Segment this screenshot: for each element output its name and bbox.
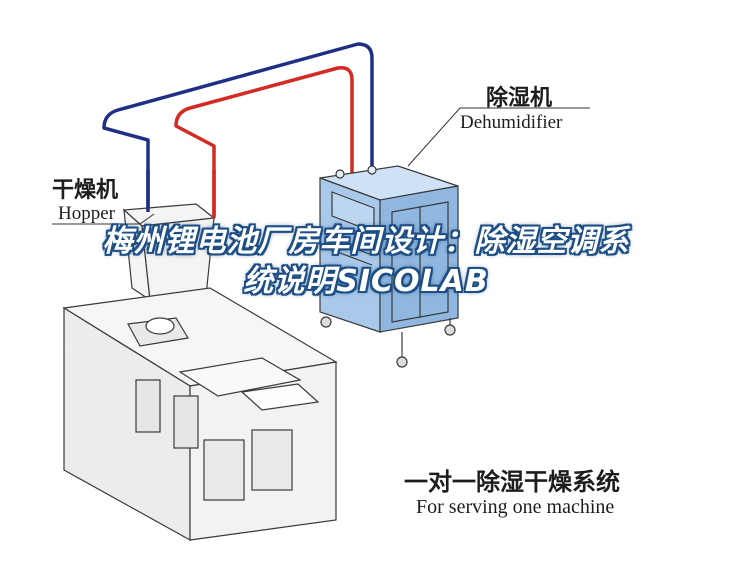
pipes <box>102 42 374 217</box>
dehumidifier-label-cn: 除湿机 <box>486 86 553 111</box>
hopper-label-en: Hopper <box>58 203 115 224</box>
system-label-en: For serving one machine <box>416 496 615 518</box>
dehumidifier-leader <box>407 107 590 167</box>
injection-machine <box>62 287 338 542</box>
system-label-cn: 一对一除湿干燥系统 <box>404 468 620 496</box>
dehumidifier-unit <box>319 165 459 368</box>
leader-lines <box>52 107 590 225</box>
return-pipe-blue <box>102 42 374 212</box>
hopper-label-cn: 干燥机 <box>52 178 119 203</box>
dehumidifier-label-en: Dehumidifier <box>460 112 563 133</box>
supply-pipe-red <box>174 66 354 217</box>
overlay-title: 梅州锂电池厂房车间设计：除湿空调系统说明SICOLAB <box>102 224 630 299</box>
hopper-leader <box>52 213 155 225</box>
